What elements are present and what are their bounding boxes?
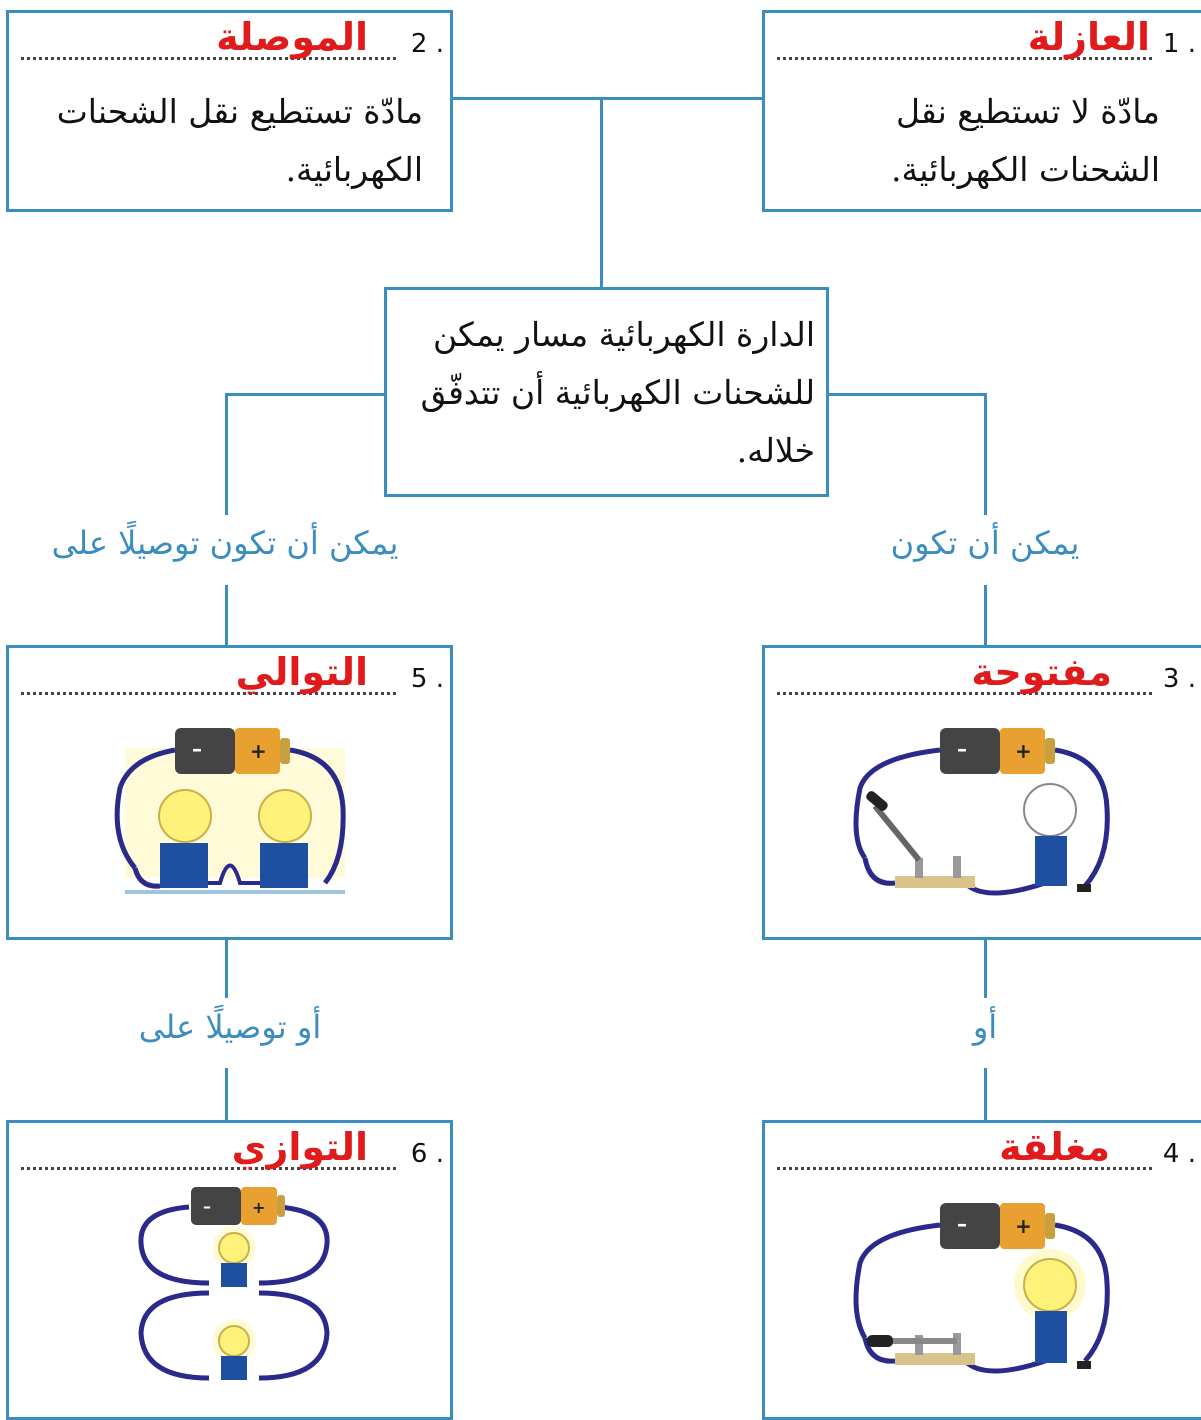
- connector-line: [450, 97, 762, 100]
- connector-line: [225, 585, 228, 645]
- box-closed-circuit: 4 . مغلقة – +: [762, 1120, 1201, 1420]
- connector-line: [225, 938, 228, 998]
- svg-text:+: +: [1015, 739, 1032, 763]
- box-conductor: 2 . الموصلة مادّة تستطيع نقل الشحنات الك…: [6, 10, 453, 212]
- box-series-circuit: 5 . التوالي – +: [6, 645, 453, 940]
- series-circuit-illustration: – +: [114, 728, 346, 894]
- answer-text: التوالي: [235, 650, 368, 694]
- item-number: 3 .: [1162, 664, 1196, 694]
- box-circuit-definition: الدارة الكهربائية مسار يمكن للشحنات الكه…: [384, 287, 829, 497]
- definition-text: مادّة لا تستطيع نقل الشحنات الكهربائية.: [891, 92, 1160, 189]
- answer-text: التوازي: [231, 1125, 368, 1169]
- item-number: 2 .: [410, 29, 444, 59]
- svg-text:–: –: [203, 1197, 211, 1216]
- box-header: 3 . مفتوحة: [765, 650, 1201, 698]
- answer-blank: [21, 692, 396, 695]
- connector-line: [984, 585, 987, 645]
- parallel-circuit-illustration: – +: [138, 1187, 330, 1381]
- connector-line: [225, 1068, 228, 1120]
- item-number: 5 .: [410, 664, 444, 694]
- connector-line: [826, 393, 986, 396]
- item-number: 4 .: [1162, 1139, 1196, 1169]
- connector-line: [984, 393, 987, 515]
- closed-circuit-illustration: – +: [853, 1203, 1110, 1374]
- svg-text:+: +: [250, 739, 267, 763]
- box-header: 1 . العازلة: [765, 15, 1201, 63]
- item-number: 6 .: [410, 1139, 444, 1169]
- connector-label-left-top: يمكن أن تكون توصيلًا على: [51, 524, 399, 562]
- connector-line: [984, 1068, 987, 1120]
- circuit-definition-text: الدارة الكهربائية مسار يمكن للشحنات الكه…: [420, 315, 815, 470]
- connector-line: [984, 938, 987, 998]
- svg-text:+: +: [252, 1198, 265, 1217]
- box-header: 6 . التوازي: [9, 1125, 450, 1173]
- connector-line: [600, 97, 603, 287]
- box-parallel-circuit: 6 . التوازي – +: [6, 1120, 453, 1420]
- connector-label-left-mid: أو توصيلًا على: [138, 1008, 322, 1046]
- answer-blank: [777, 692, 1152, 695]
- answer-blank: [777, 1167, 1152, 1170]
- answer-blank: [777, 57, 1152, 60]
- connector-line: [225, 393, 385, 396]
- box-insulator: 1 . العازلة مادّة لا تستطيع نقل الشحنات …: [762, 10, 1201, 212]
- open-circuit-illustration: – +: [853, 728, 1110, 896]
- answer-blank: [21, 1167, 396, 1170]
- connector-label-right-mid: أو: [972, 1008, 998, 1046]
- answer-blank: [21, 57, 396, 60]
- box-header: 5 . التوالي: [9, 650, 450, 698]
- definition-text: مادّة تستطيع نقل الشحنات الكهربائية.: [56, 92, 423, 189]
- connector-line: [225, 393, 228, 515]
- svg-text:–: –: [957, 1212, 967, 1236]
- answer-text: مفتوحة: [971, 650, 1112, 694]
- svg-text:–: –: [957, 737, 967, 761]
- svg-text:+: +: [1015, 1214, 1032, 1238]
- box-open-circuit: 3 . مفتوحة – +: [762, 645, 1201, 940]
- svg-text:–: –: [192, 737, 202, 761]
- box-header: 4 . مغلقة: [765, 1125, 1201, 1173]
- answer-text: مغلقة: [999, 1125, 1110, 1169]
- answer-text: العازلة: [1027, 15, 1150, 59]
- box-header: 2 . الموصلة: [9, 15, 450, 63]
- item-number: 1 .: [1162, 29, 1196, 59]
- answer-text: الموصلة: [216, 15, 368, 59]
- connector-label-right-top: يمكن أن تكون: [890, 524, 1080, 562]
